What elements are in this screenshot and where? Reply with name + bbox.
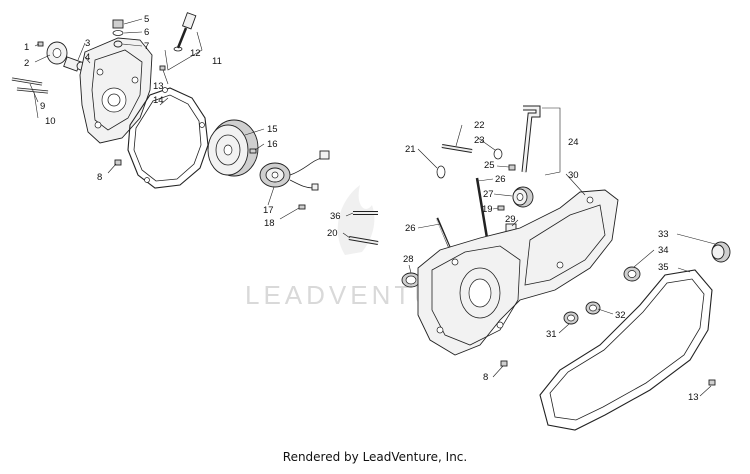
- callout-18: 18: [264, 218, 275, 229]
- callout-6: 6: [144, 27, 149, 38]
- part-19-bolt: [497, 205, 505, 211]
- part-13-bolt: [159, 65, 166, 71]
- callout-20: 20: [327, 228, 338, 239]
- callout-17: 17: [263, 205, 274, 216]
- part-left-crankcase-cover: [79, 37, 153, 144]
- part-9-10-pins: [11, 77, 49, 94]
- leader-lines: [29, 18, 716, 397]
- callout-26: 26: [495, 174, 506, 185]
- callout-9: 9: [40, 101, 45, 112]
- part-13-bolt-right: [708, 379, 716, 386]
- callout-19: 19: [482, 204, 493, 215]
- part-22-bolt: [441, 144, 473, 153]
- part-17-stator: [259, 150, 330, 191]
- part-11-12-dipstick: [164, 12, 203, 71]
- part-23-oring: [493, 148, 503, 160]
- callout-7: 7: [144, 41, 149, 52]
- part-5-6-drain-plug: [112, 19, 124, 48]
- callout-12: 12: [190, 48, 201, 59]
- callout-32: 32: [615, 310, 626, 321]
- callout-22: 22: [474, 120, 485, 131]
- callout-11: 11: [212, 56, 222, 67]
- callout-36: 36: [330, 211, 341, 222]
- callout-26-lower: 26: [405, 223, 416, 234]
- part-1-bolt: [37, 41, 44, 47]
- part-21-ring: [436, 165, 446, 179]
- part-24-breather-hose: [521, 105, 561, 176]
- callout-33: 33: [658, 229, 669, 240]
- part-28-seal: [401, 272, 421, 288]
- part-35-gasket: [539, 269, 713, 431]
- part-2-cap: [46, 41, 86, 72]
- callout-5: 5: [144, 14, 149, 25]
- callout-28: 28: [403, 254, 414, 265]
- part-27-bearing: [512, 186, 534, 208]
- part-8-bolt: [114, 159, 122, 166]
- callout-27: 27: [483, 189, 494, 200]
- callout-8-lower: 8: [483, 372, 488, 383]
- part-14-gasket: [127, 87, 209, 189]
- callout-1: 1: [24, 42, 29, 53]
- callout-24: 24: [568, 137, 579, 148]
- part-15-flywheel: [207, 119, 259, 177]
- callout-13: 13: [153, 81, 164, 92]
- callout-2: 2: [24, 58, 29, 69]
- callout-35: 35: [658, 262, 669, 273]
- part-20-bolt: [348, 236, 379, 245]
- callout-16: 16: [267, 139, 278, 150]
- part-32-seal: [585, 301, 601, 315]
- callout-15: 15: [267, 124, 278, 135]
- callout-labels: 1 2 3 4 5 6 7 9 10 12 11 13 14 8 15 16 1…: [24, 14, 699, 403]
- callout-23: 23: [474, 135, 485, 146]
- callout-8: 8: [97, 172, 102, 183]
- part-8-bolt-lower: [500, 360, 508, 367]
- footer-credit: Rendered by LeadVenture, Inc.: [282, 450, 468, 464]
- part-31-seal: [563, 311, 579, 325]
- callout-13-lower: 13: [688, 392, 699, 403]
- part-30-crankcase: [417, 189, 619, 356]
- callout-34: 34: [658, 245, 669, 256]
- part-34-ring: [623, 266, 641, 282]
- callout-14: 14: [153, 95, 164, 106]
- callout-30: 30: [568, 170, 579, 181]
- callout-4: 4: [85, 52, 90, 63]
- part-33-bearing: [711, 241, 731, 263]
- callout-21: 21: [405, 144, 416, 155]
- watermark-logo: [337, 185, 375, 255]
- part-25-clip: [508, 164, 516, 171]
- callout-25: 25: [484, 160, 495, 171]
- callout-31: 31: [546, 329, 557, 340]
- part-16-bolt: [249, 148, 257, 154]
- callout-3: 3: [85, 38, 90, 49]
- callout-10: 10: [45, 116, 56, 127]
- part-18-bolt: [298, 204, 306, 210]
- callout-29: 29: [505, 214, 516, 225]
